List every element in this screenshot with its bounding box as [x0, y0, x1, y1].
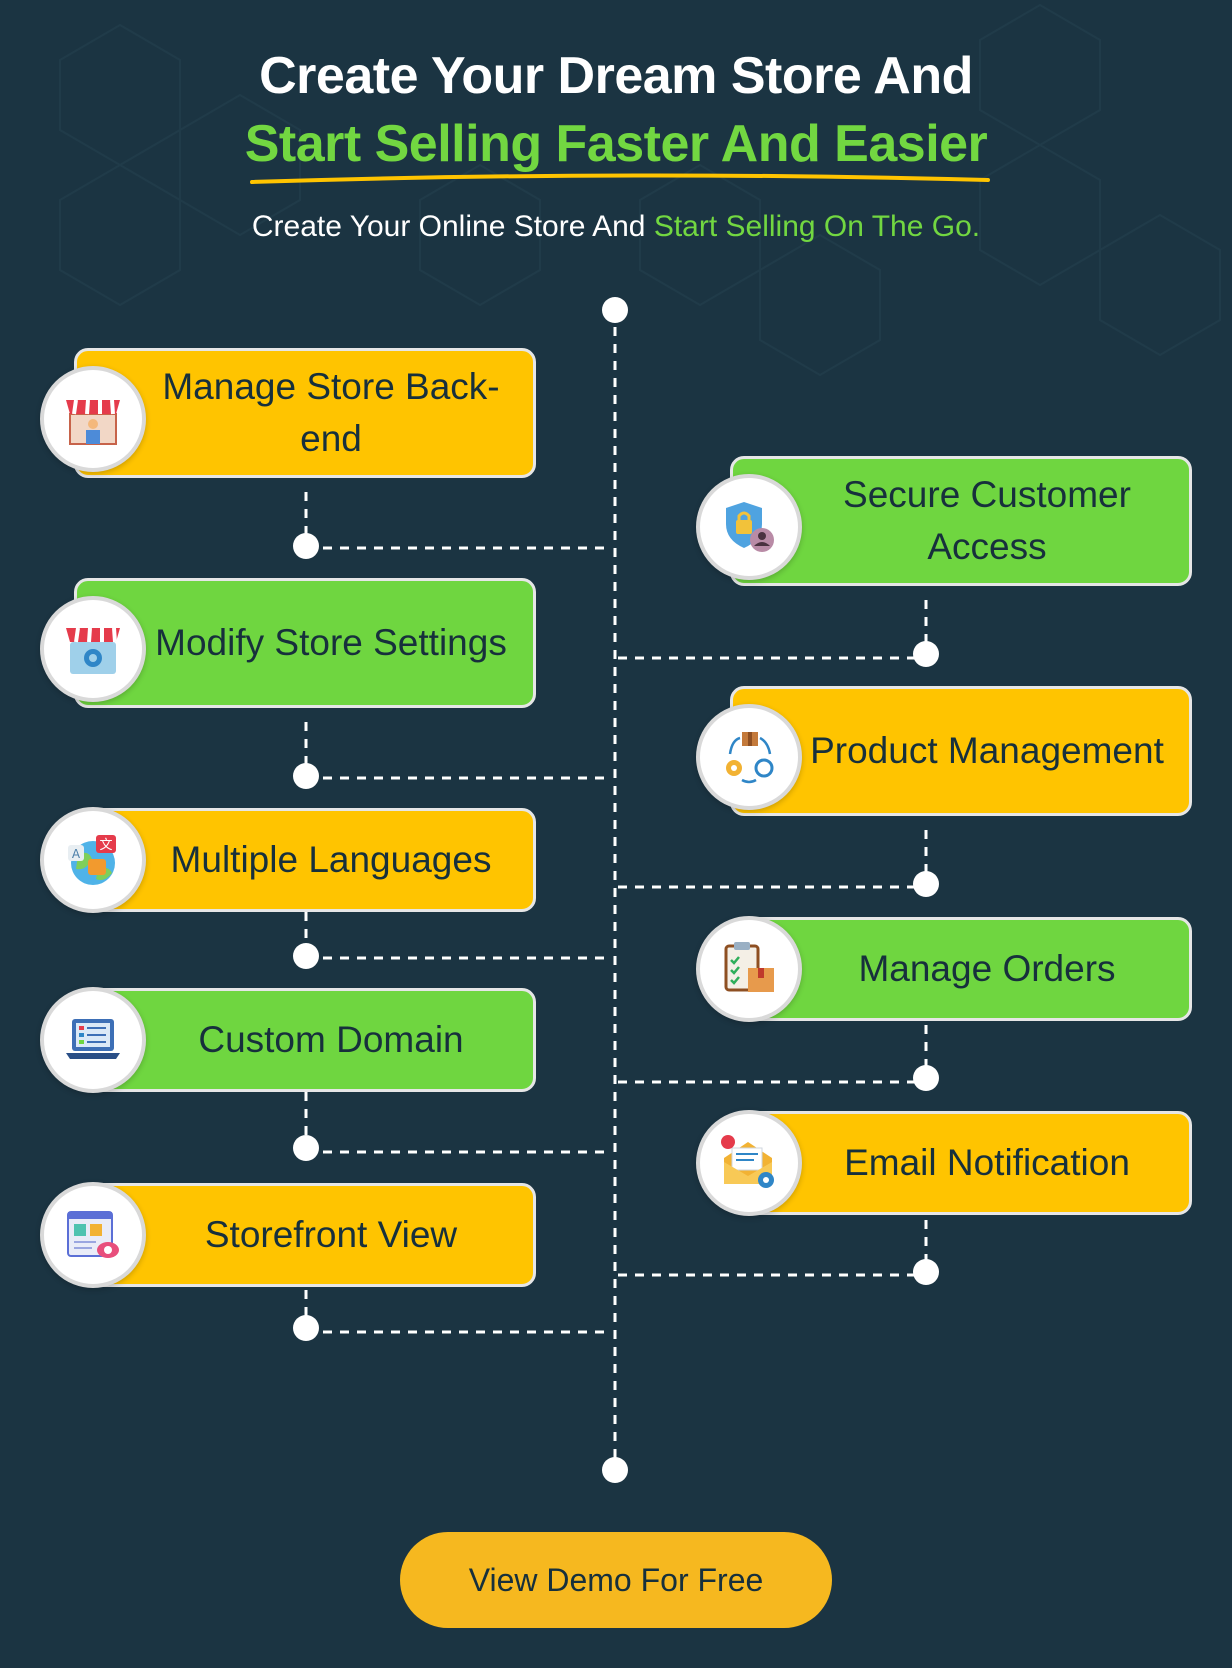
email-notification-icon	[696, 1110, 802, 1216]
feature-card-manage-store-backend: Manage Store Back-end	[74, 348, 536, 478]
feature-card-product-management: Product Management	[730, 686, 1192, 816]
feature-card-multiple-languages: Multiple Languages	[74, 808, 536, 912]
feature-card-email-notification: Email Notification	[730, 1111, 1192, 1215]
subtitle-highlight: Start Selling On The Go.	[653, 210, 981, 243]
feature-label: Storefront View	[204, 1214, 458, 1255]
languages-icon: 文 A	[40, 807, 146, 913]
svg-text:文: 文	[99, 838, 112, 853]
feature-label: Custom Domain	[198, 1019, 464, 1060]
feature-card-manage-orders: Manage Orders	[730, 917, 1192, 1021]
subtitle-plain: Create Your Online Store And	[251, 210, 654, 243]
secure-shield-icon	[696, 474, 802, 580]
feature-card-storefront-view: Storefront View	[74, 1183, 536, 1287]
view-demo-button[interactable]: View Demo For Free	[400, 1532, 832, 1628]
feature-card-secure-customer-access: Secure Customer Access	[730, 456, 1192, 586]
store-settings-icon	[40, 596, 146, 702]
feature-label: Product Management	[810, 730, 1164, 771]
feature-label: Modify Store Settings	[155, 622, 507, 663]
headline-underline	[250, 173, 990, 184]
headline-line-2: Start Selling Faster And Easier	[244, 115, 988, 173]
feature-label: Email Notification	[844, 1142, 1130, 1183]
domain-laptop-icon	[40, 987, 146, 1093]
subtitle: Create Your Online Store And Start Selli…	[0, 210, 1232, 244]
product-cycle-icon	[696, 704, 802, 810]
feature-label: Multiple Languages	[170, 839, 492, 880]
orders-clipboard-icon	[696, 916, 802, 1022]
feature-card-custom-domain: Custom Domain	[74, 988, 536, 1092]
feature-label: Secure Customer Access	[843, 474, 1131, 567]
svg-text:A: A	[72, 847, 81, 861]
storefront-icon	[40, 366, 146, 472]
feature-card-modify-store-settings: Modify Store Settings	[74, 578, 536, 708]
feature-label: Manage Store Back-end	[162, 366, 500, 459]
headline-line-1: Create Your Dream Store And	[259, 47, 973, 105]
storefront-view-icon	[40, 1182, 146, 1288]
feature-label: Manage Orders	[858, 948, 1116, 989]
hexagon-background	[59, 3, 1221, 377]
